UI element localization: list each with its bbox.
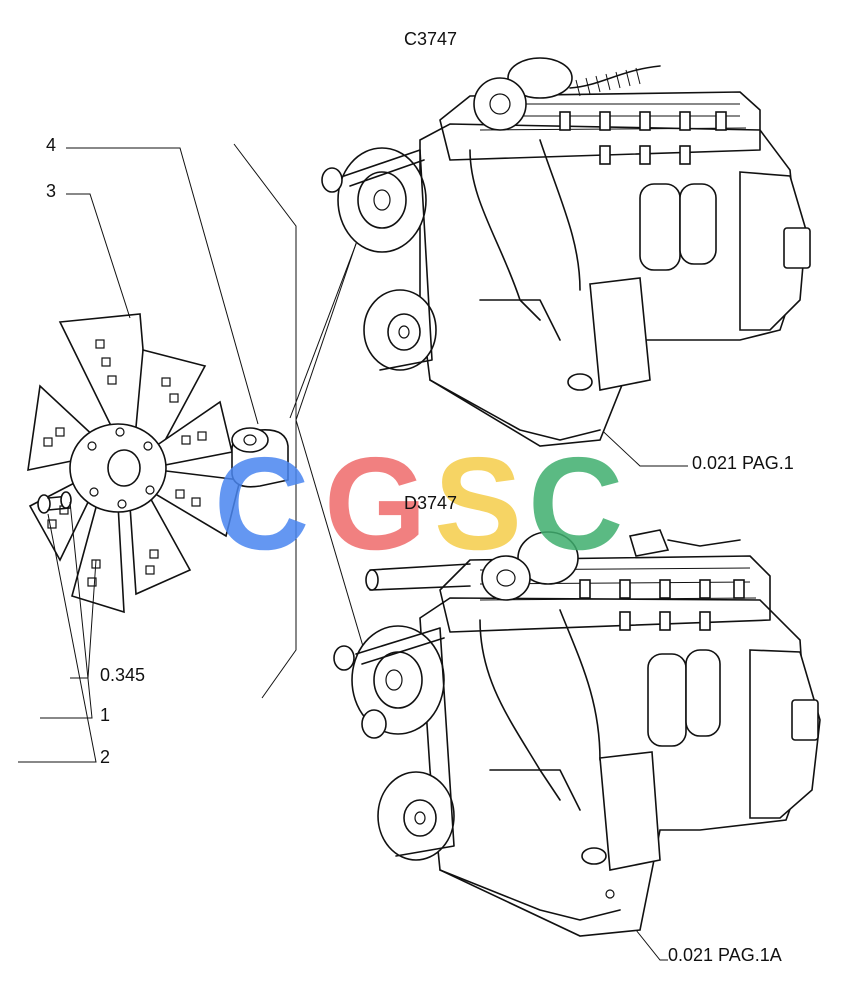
watermark-letter-g: G: [324, 430, 427, 577]
fan-spacer: [231, 427, 289, 488]
part-number-2: 2: [100, 747, 111, 767]
ref-top-label: 0.021 PAG.1: [692, 453, 794, 473]
watermark-letter-s: S: [434, 430, 523, 577]
fan-bolt: [37, 491, 72, 514]
part-number-1: 1: [100, 705, 111, 725]
engine-top-label: C3747: [404, 29, 458, 49]
watermark-letter-c2: C: [528, 430, 624, 577]
part-number-4: 4: [46, 135, 57, 155]
engine-bottom-label: D3747: [404, 493, 458, 513]
leader-lines: [18, 143, 688, 961]
fan-assembly: [27, 313, 289, 614]
fan-center-bore: [107, 449, 141, 487]
engine-c3747: [321, 57, 811, 447]
watermark-letter-c1: C: [214, 430, 310, 577]
part-number-0345: 0.345: [100, 665, 146, 685]
ref-bottom-label: 0.021 PAG.1A: [668, 945, 782, 965]
part-number-3: 3: [46, 181, 57, 201]
engine-d3747: [333, 529, 821, 937]
